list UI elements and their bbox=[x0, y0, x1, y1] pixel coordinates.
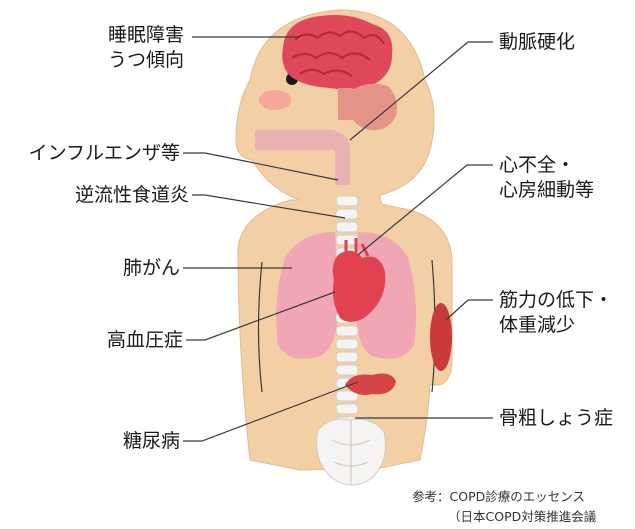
label-sleep: 睡眠障害 bbox=[88, 23, 184, 48]
vertebra bbox=[336, 222, 358, 232]
vertebra bbox=[336, 365, 358, 375]
vertebra bbox=[336, 339, 358, 349]
label-heart-failure: 心不全・ 心房細動等 bbox=[499, 153, 594, 203]
label-arteriosclerosis: 動脈硬化 bbox=[499, 30, 575, 55]
label-influenza-text: インフルエンザ等 bbox=[0, 141, 180, 166]
label-diabetes-text: 糖尿病 bbox=[100, 429, 180, 454]
label-hypertension-text: 高血圧症 bbox=[80, 328, 183, 353]
label-hypertension: 高血圧症 bbox=[80, 328, 183, 353]
label-lung-cancer: 肺がん bbox=[100, 256, 180, 281]
vertebra bbox=[336, 196, 358, 206]
label-heart-failure-line1: 心不全・ bbox=[499, 153, 594, 178]
leader-line-muscle-weight bbox=[446, 300, 493, 320]
label-osteoporosis: 骨粗しょう症 bbox=[499, 406, 613, 431]
label-lung-cancer-text: 肺がん bbox=[100, 256, 180, 281]
label-muscle-weight: 筋力の低下・ 体重減少 bbox=[499, 288, 613, 338]
label-heart-failure-line2: 心房細動等 bbox=[499, 178, 594, 203]
vertebra bbox=[336, 326, 358, 336]
vertebra bbox=[336, 404, 358, 414]
label-influenza: インフルエンザ等 bbox=[0, 141, 180, 166]
label-depression: うつ傾向 bbox=[88, 48, 184, 73]
brain bbox=[282, 15, 392, 89]
brain-stem bbox=[338, 88, 352, 120]
source-line-2: （日本COPD対策推進会議 bbox=[448, 508, 596, 526]
label-reflux: 逆流性食道炎 bbox=[40, 183, 189, 208]
label-muscle-line2: 体重減少 bbox=[499, 313, 613, 338]
label-muscle-line1: 筋力の低下・ bbox=[499, 288, 613, 313]
label-arteriosclerosis-text: 動脈硬化 bbox=[499, 30, 575, 55]
label-sleep-depression: 睡眠障害 うつ傾向 bbox=[88, 23, 184, 73]
label-reflux-text: 逆流性食道炎 bbox=[40, 183, 189, 208]
cheek bbox=[259, 90, 291, 110]
label-diabetes: 糖尿病 bbox=[100, 429, 180, 454]
label-osteoporosis-text: 骨粗しょう症 bbox=[499, 406, 613, 431]
vertebra bbox=[336, 352, 358, 362]
arm-muscle bbox=[430, 303, 452, 371]
source-line-1: 参考：COPD診療のエッセンス bbox=[412, 488, 585, 506]
